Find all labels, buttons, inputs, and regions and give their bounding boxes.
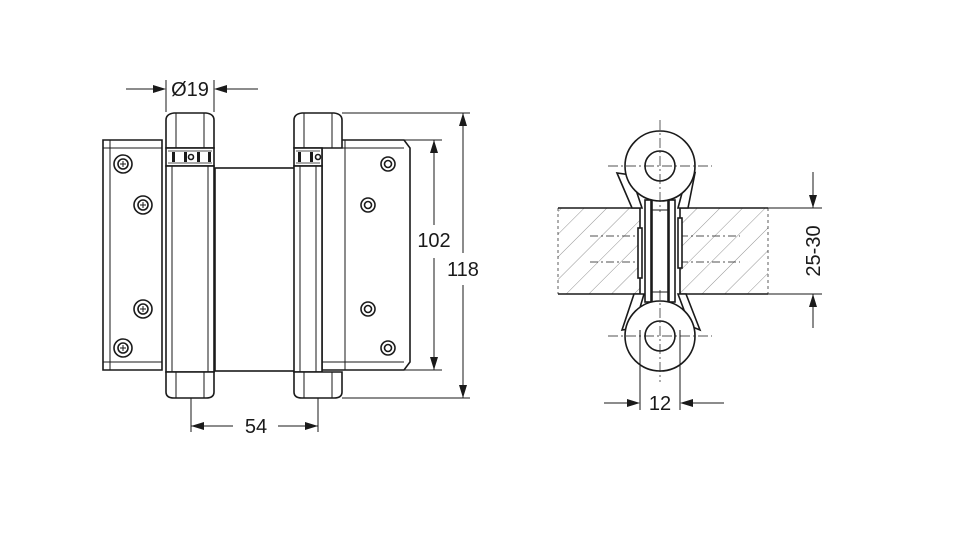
- door-thickness-label: 25-30: [803, 225, 825, 276]
- left-leaf-plate: [102, 139, 163, 371]
- dimension-door-thickness: 25-30: [768, 172, 825, 328]
- pin-spacing-label: 54: [245, 416, 267, 438]
- overall-height-label: 118: [447, 259, 479, 281]
- pin-diameter-label: Ø19: [171, 79, 209, 101]
- gap-width-label: 12: [649, 393, 671, 415]
- spring-body: [214, 167, 296, 372]
- bottom-barrel-section: [620, 293, 702, 372]
- dimension-gap-width: 12: [604, 330, 724, 415]
- hinge-section-view: 25-30 12: [557, 120, 825, 415]
- door-panel-right: [679, 207, 769, 295]
- hinge-front-view: Ø19 102 118: [102, 79, 479, 438]
- right-leaf-plate: [321, 139, 411, 371]
- leaf-height-label: 102: [417, 230, 450, 252]
- dimension-overall-height: 118: [342, 112, 479, 399]
- screw-holes-left: [113, 154, 153, 358]
- door-panel-left: [557, 207, 641, 295]
- dimension-leaf-height: 102: [404, 139, 451, 371]
- dimension-pin-diameter: Ø19: [126, 79, 258, 112]
- screw-holes-right: [360, 156, 396, 356]
- dimension-pin-spacing: 54: [190, 398, 319, 438]
- right-barrel: [293, 112, 343, 399]
- top-barrel-section: [615, 130, 697, 209]
- left-barrel: [165, 112, 215, 399]
